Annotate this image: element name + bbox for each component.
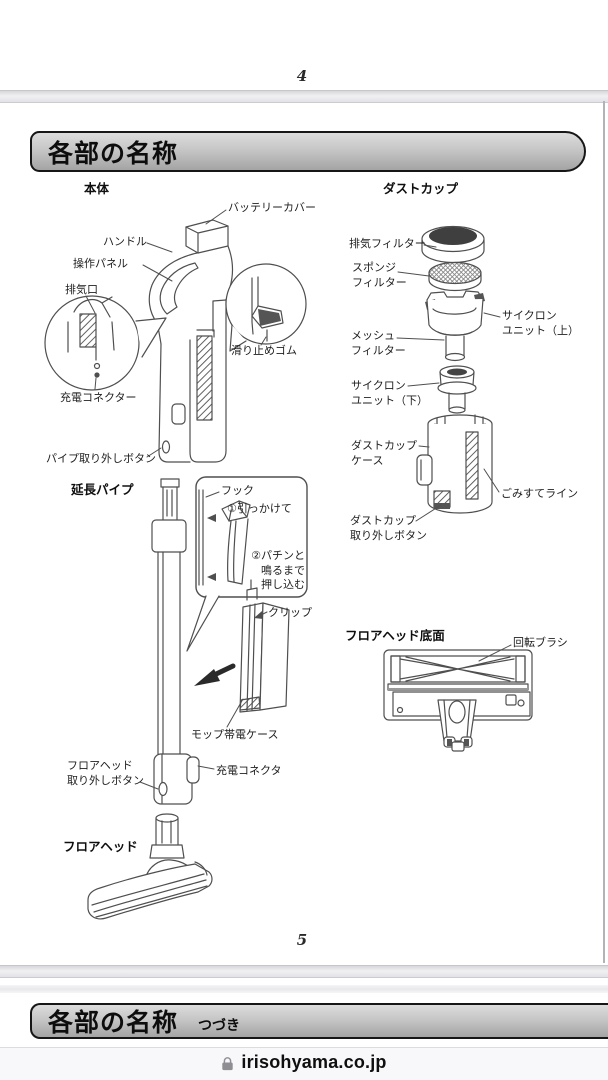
label-step1: ①引っかけて <box>227 503 292 515</box>
title-floor-head-bottom: フロアヘッド底面 <box>345 629 445 643</box>
floor-head-drawing <box>87 813 213 920</box>
label-step2: ②パチンと 鳴るまで 押し込む <box>251 550 305 591</box>
page-gap-top <box>0 90 608 103</box>
label-exhaust-port: 排気口 <box>65 284 98 296</box>
title-main-body: 本体 <box>84 182 110 196</box>
section-header-suffix: つづき <box>198 1016 241 1033</box>
label-cyclone-unit-lower: サイクロン ユニット（下） <box>351 380 428 407</box>
page-gap-bottom <box>0 965 608 978</box>
label-anti-slip-rubber: 滑り止めゴム <box>231 345 297 357</box>
extension-pipe-drawing <box>151 478 200 805</box>
floor-head-bottom-drawing <box>383 649 533 752</box>
section-header-parts-names-continued: 各部の名称 つづき <box>30 1003 608 1039</box>
label-sponge-filter: スポンジ フィルター <box>352 262 407 289</box>
address-bar-domain: irisohyama.co.jp <box>241 1052 387 1072</box>
label-dust-cup-release-button: ダストカップ 取り外しボタン <box>350 515 427 542</box>
label-trash-line: ごみすてライン <box>501 488 579 500</box>
label-handle: ハンドル <box>103 236 147 248</box>
dust-cup-drawing <box>416 225 493 514</box>
page-number-4: 4 <box>296 67 308 85</box>
label-mop-static-case: モップ帯電ケース <box>191 729 279 741</box>
section-header-title-continued: 各部の名称 <box>48 1009 179 1037</box>
label-dust-cup-case: ダストカップ ケース <box>351 440 417 467</box>
label-hook: フック <box>221 485 254 497</box>
label-clip: クリップ <box>268 607 312 619</box>
section-header-title: 各部の名称 <box>48 139 179 168</box>
label-cyclone-unit-upper: サイクロン ユニット（上） <box>502 310 579 337</box>
label-exhaust-filter: 排気フィルター <box>349 238 426 250</box>
exhaust-port-detail-circle <box>44 295 167 391</box>
title-floor-head: フロアヘッド <box>63 840 138 854</box>
label-mesh-filter: メッシュ フィルター <box>351 330 406 357</box>
label-charge-connector: 充電コネクター <box>60 392 137 404</box>
main-body-drawing <box>148 219 234 463</box>
leader-lines <box>85 209 512 790</box>
page-top-shade <box>0 985 608 993</box>
lock-icon <box>222 1057 234 1071</box>
anti-slip-rubber-detail-circle <box>225 263 307 352</box>
page-edge-line <box>603 101 605 963</box>
title-extension-pipe: 延長パイプ <box>71 483 134 497</box>
label-control-panel: 操作パネル <box>73 258 128 270</box>
mop-case-drawing <box>194 579 290 713</box>
section-header-parts-names: 各部の名称 <box>30 131 586 172</box>
label-pipe-release-button: パイプ取り外しボタン <box>46 453 156 465</box>
label-floor-head-release-button: フロアヘッド 取り外しボタン <box>67 760 144 787</box>
label-battery-cover: バッテリーカバー <box>228 202 316 214</box>
browser-address-bar[interactable]: irisohyama.co.jp <box>0 1047 608 1080</box>
label-rotating-brush: 回転ブラシ <box>513 637 568 649</box>
page-number-5: 5 <box>296 931 308 949</box>
label-charge-connector-pipe: 充電コネクタ <box>216 765 282 777</box>
title-dust-cup: ダストカップ <box>383 182 459 196</box>
